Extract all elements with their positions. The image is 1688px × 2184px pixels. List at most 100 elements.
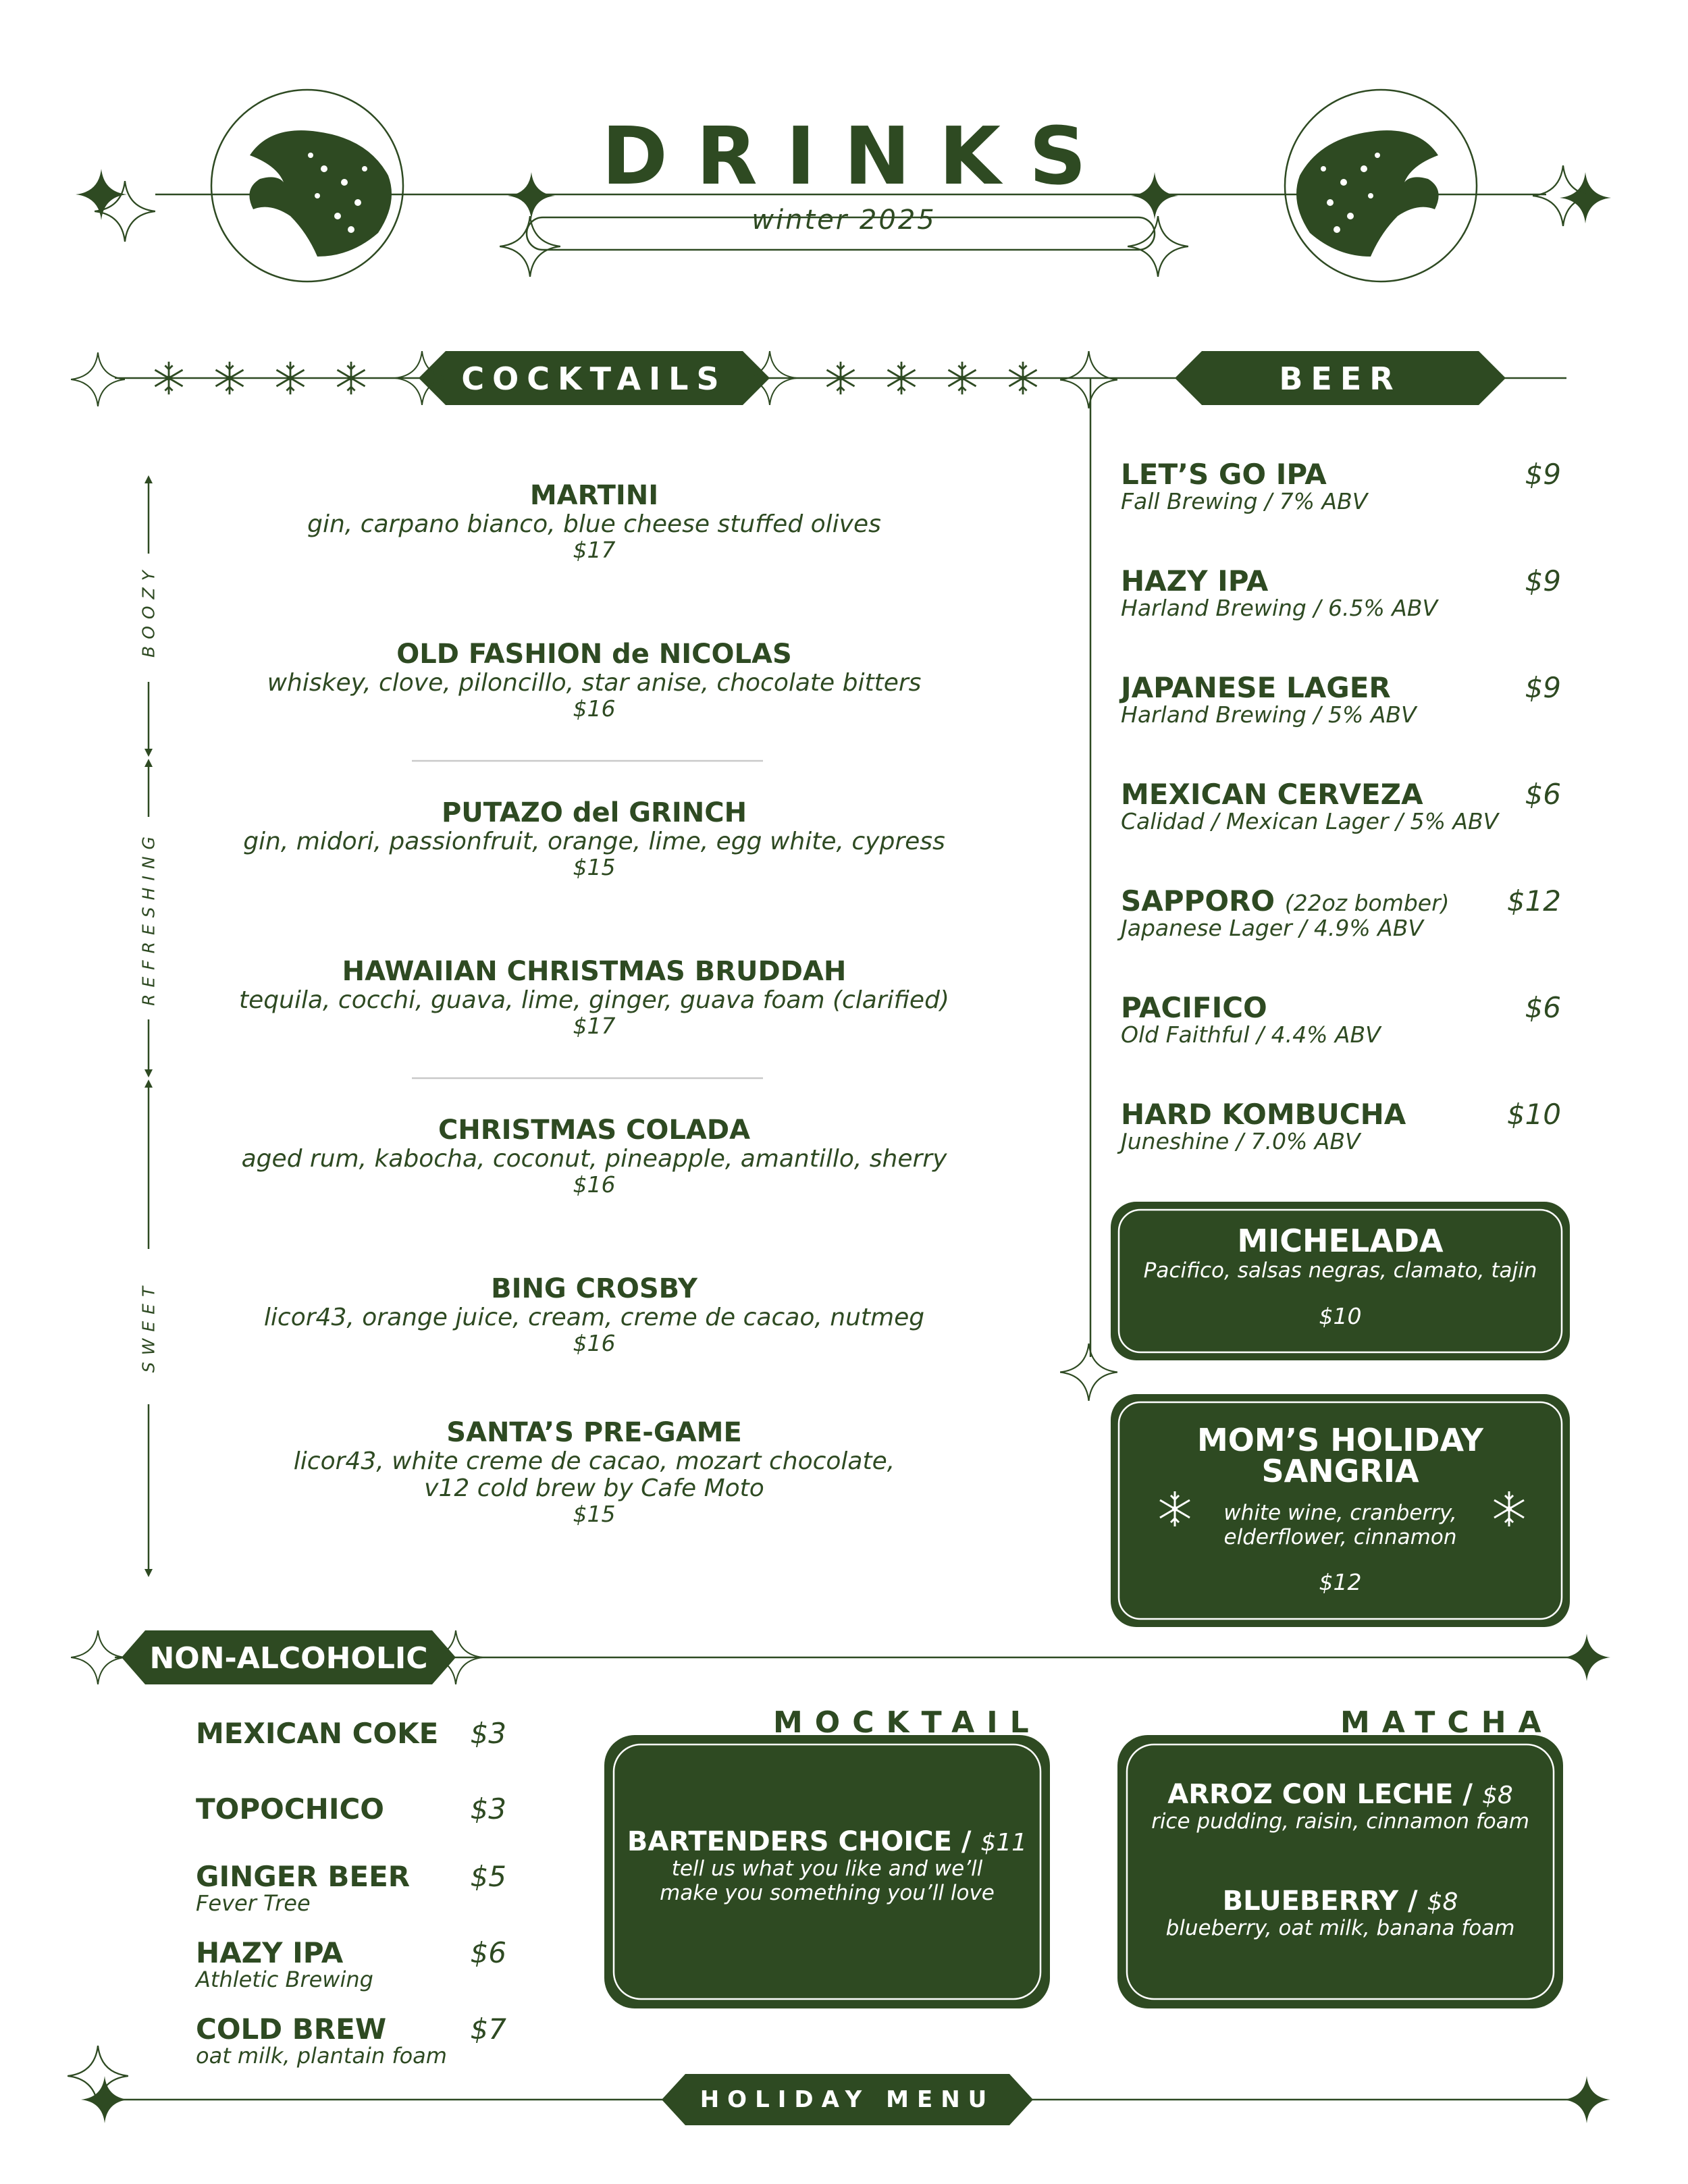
cocktail-item: PUTAZO del GRINCH gin, midori, passionfr… [230, 798, 959, 880]
non-alcoholic-item: COLD BREW oat milk, plantain foam $7 [196, 2014, 506, 2068]
cocktail-desc: licor43, orange juice, cream, creme de c… [263, 1303, 925, 1331]
na-sub: oat milk, plantain foam [196, 2043, 447, 2069]
cocktail-desc: gin, midori, passionfruit, orange, lime,… [243, 827, 945, 855]
beer-name: PACIFICO [1121, 991, 1267, 1024]
mocktail-heading: MOCKTAIL [773, 1705, 1041, 1740]
cocktail-item: CHRISTMAS COLADA aged rum, kabocha, coco… [230, 1115, 959, 1198]
na-price: $5 [470, 1860, 506, 1893]
cocktail-name: OLD FASHION de NICOLAS [396, 639, 792, 670]
cocktail-price: $15 [573, 1501, 616, 1528]
na-price: $3 [470, 1717, 506, 1750]
matcha-price: $8 [1427, 1888, 1458, 1916]
cocktail-desc-line2: v12 cold brew by Cafe Moto [424, 1474, 764, 1503]
mocktail-desc-line1: tell us what you like and we’ll [671, 1857, 983, 1881]
beer-name: LET’S GO IPA [1121, 458, 1327, 491]
mocktail-box: BARTENDERS CHOICE / $11 tell us what you… [604, 1826, 1050, 1905]
cocktail-item: SANTA’S PRE-GAME licor43, white creme de… [230, 1418, 959, 1527]
cocktail-name: HAWAIIAN CHRISTMAS BRUDDAH [342, 956, 847, 987]
non-alcoholic-item: TOPOCHICO $3 [196, 1792, 506, 1826]
mocktail-price: $11 [980, 1829, 1028, 1857]
beer-sub: Calidad / Mexican Lager / 5% ABV [1121, 808, 1499, 835]
beer-item: LET’S GO IPA Fall Brewing / 7% ABV $9 [1121, 459, 1566, 514]
cocktail-price: $17 [573, 537, 616, 564]
non-alcoholic-item: MEXICAN COKE $3 [196, 1718, 506, 1749]
beer-sub: Harland Brewing / 6.5% ABV [1121, 595, 1438, 622]
cocktail-item: OLD FASHION de NICOLAS whiskey, clove, p… [230, 639, 959, 722]
cocktail-price: $16 [573, 1171, 616, 1198]
cocktails-heading: COCKTAILS [461, 361, 727, 397]
na-name: COLD BREW [196, 2013, 387, 2046]
scale-label-boozy: BOOZY [138, 564, 159, 658]
page-subtitle: winter 2025 [751, 205, 937, 236]
cocktail-desc: aged rum, kabocha, coconut, pineapple, a… [241, 1144, 947, 1173]
cocktail-item: BING CROSBY licor43, orange juice, cream… [230, 1274, 959, 1356]
matcha-item: BLUEBERRY / $8 blueberry, oat milk, bana… [1117, 1886, 1563, 1941]
beer-price: $10 [1506, 1098, 1561, 1131]
beer-item: MEXICAN CERVEZA Calidad / Mexican Lager … [1121, 779, 1566, 834]
michelada-desc: Pacifico, salsas negras, clamato, tajin [1143, 1258, 1537, 1283]
matcha-heading: MATCHA [1340, 1705, 1554, 1740]
matcha-desc: blueberry, oat milk, banana foam [1165, 1916, 1515, 1940]
beer-sub: Fall Brewing / 7% ABV [1121, 488, 1368, 515]
beer-price: $9 [1525, 458, 1561, 491]
beer-sub: Japanese Lager / 4.9% ABV [1121, 915, 1423, 942]
na-sub: Fever Tree [196, 1890, 311, 1917]
beer-name: SAPPORO [1121, 884, 1275, 917]
beer-item: HARD KOMBUCHA Juneshine / 7.0% ABV $10 [1121, 1099, 1566, 1154]
footer-label: HOLIDAY MENU [700, 2086, 995, 2113]
sangria-box: MOM’S HOLIDAY SANGRIA white wine, cranbe… [1111, 1424, 1570, 1595]
beer-name: MEXICAN CERVEZA [1121, 778, 1423, 811]
jaguar-emblem-right [1296, 130, 1439, 257]
na-name: GINGER BEER [196, 1860, 411, 1893]
beer-item: JAPANESE LAGER Harland Brewing / 5% ABV … [1121, 672, 1566, 727]
sangria-name-line1: MOM’S HOLIDAY [1197, 1422, 1483, 1458]
sangria-price: $12 [1319, 1569, 1362, 1596]
beer-item: HAZY IPA Harland Brewing / 6.5% ABV $9 [1121, 566, 1566, 620]
sangria-desc-line2: elderflower, cinnamon [1223, 1524, 1457, 1549]
michelada-box: MICHELADA Pacifico, salsas negras, clama… [1111, 1223, 1570, 1329]
cocktail-desc: gin, carpano bianco, blue cheese stuffed… [307, 510, 881, 538]
matcha-name: BLUEBERRY / [1222, 1886, 1418, 1917]
matcha-name: ARROZ CON LECHE / [1167, 1779, 1473, 1810]
cocktail-item: MARTINI gin, carpano bianco, blue cheese… [230, 481, 959, 563]
beer-price: $9 [1525, 564, 1561, 597]
scale-label-refreshing: REFRESHING [138, 830, 159, 1006]
beer-name: HARD KOMBUCHA [1121, 1098, 1406, 1131]
sangria-desc-line1: white wine, cranberry, [1223, 1501, 1457, 1525]
beer-name: JAPANESE LAGER [1121, 671, 1391, 704]
non-alcoholic-item: HAZY IPA Athletic Brewing $6 [196, 1938, 506, 1992]
beer-note: (22oz bomber) [1284, 890, 1450, 916]
cocktail-price: $16 [573, 695, 616, 722]
cocktail-name: BING CROSBY [491, 1273, 697, 1304]
matcha-item: ARROZ CON LECHE / $8 rice pudding, raisi… [1117, 1779, 1563, 1834]
beer-price: $12 [1506, 884, 1561, 917]
michelada-name: MICHELADA [1237, 1223, 1444, 1259]
scale-label-sweet: SWEET [138, 1279, 159, 1373]
matcha-desc: rice pudding, raisin, cinnamon foam [1151, 1809, 1529, 1834]
beer-sub: Old Faithful / 4.4% ABV [1121, 1021, 1381, 1048]
cocktail-desc: whiskey, clove, piloncillo, star anise, … [267, 668, 922, 697]
cocktail-name: CHRISTMAS COLADA [438, 1115, 751, 1146]
cocktail-price: $17 [573, 1013, 616, 1040]
cocktail-name: PUTAZO del GRINCH [441, 797, 747, 828]
non-alcoholic-item: GINGER BEER Fever Tree $5 [196, 1861, 506, 1915]
cocktail-price: $16 [573, 1330, 616, 1357]
na-price: $6 [470, 1936, 506, 1969]
beer-sub: Harland Brewing / 5% ABV [1121, 701, 1417, 728]
sangria-name-line2: SANGRIA [1261, 1453, 1419, 1489]
na-name: MEXICAN COKE [196, 1717, 439, 1750]
beer-heading: BEER [1279, 361, 1402, 397]
beer-price: $6 [1525, 991, 1561, 1024]
non-alcoholic-heading: NON-ALCOHOLIC [149, 1641, 428, 1676]
jaguar-emblem-left [249, 130, 392, 257]
page-title: DRINKS [602, 109, 1115, 203]
mocktail-desc-line2: make you something you’ll love [660, 1880, 995, 1905]
cocktail-item: HAWAIIAN CHRISTMAS BRUDDAH tequila, cocc… [230, 957, 959, 1039]
cocktail-desc: licor43, white creme de cacao, mozart ch… [293, 1447, 895, 1475]
na-name: HAZY IPA [196, 1936, 344, 1969]
na-price: $3 [470, 1792, 506, 1826]
cocktail-desc: tequila, cocchi, guava, lime, ginger, gu… [239, 986, 949, 1014]
na-price: $7 [470, 2013, 506, 2046]
na-sub: Athletic Brewing [196, 1967, 373, 1993]
